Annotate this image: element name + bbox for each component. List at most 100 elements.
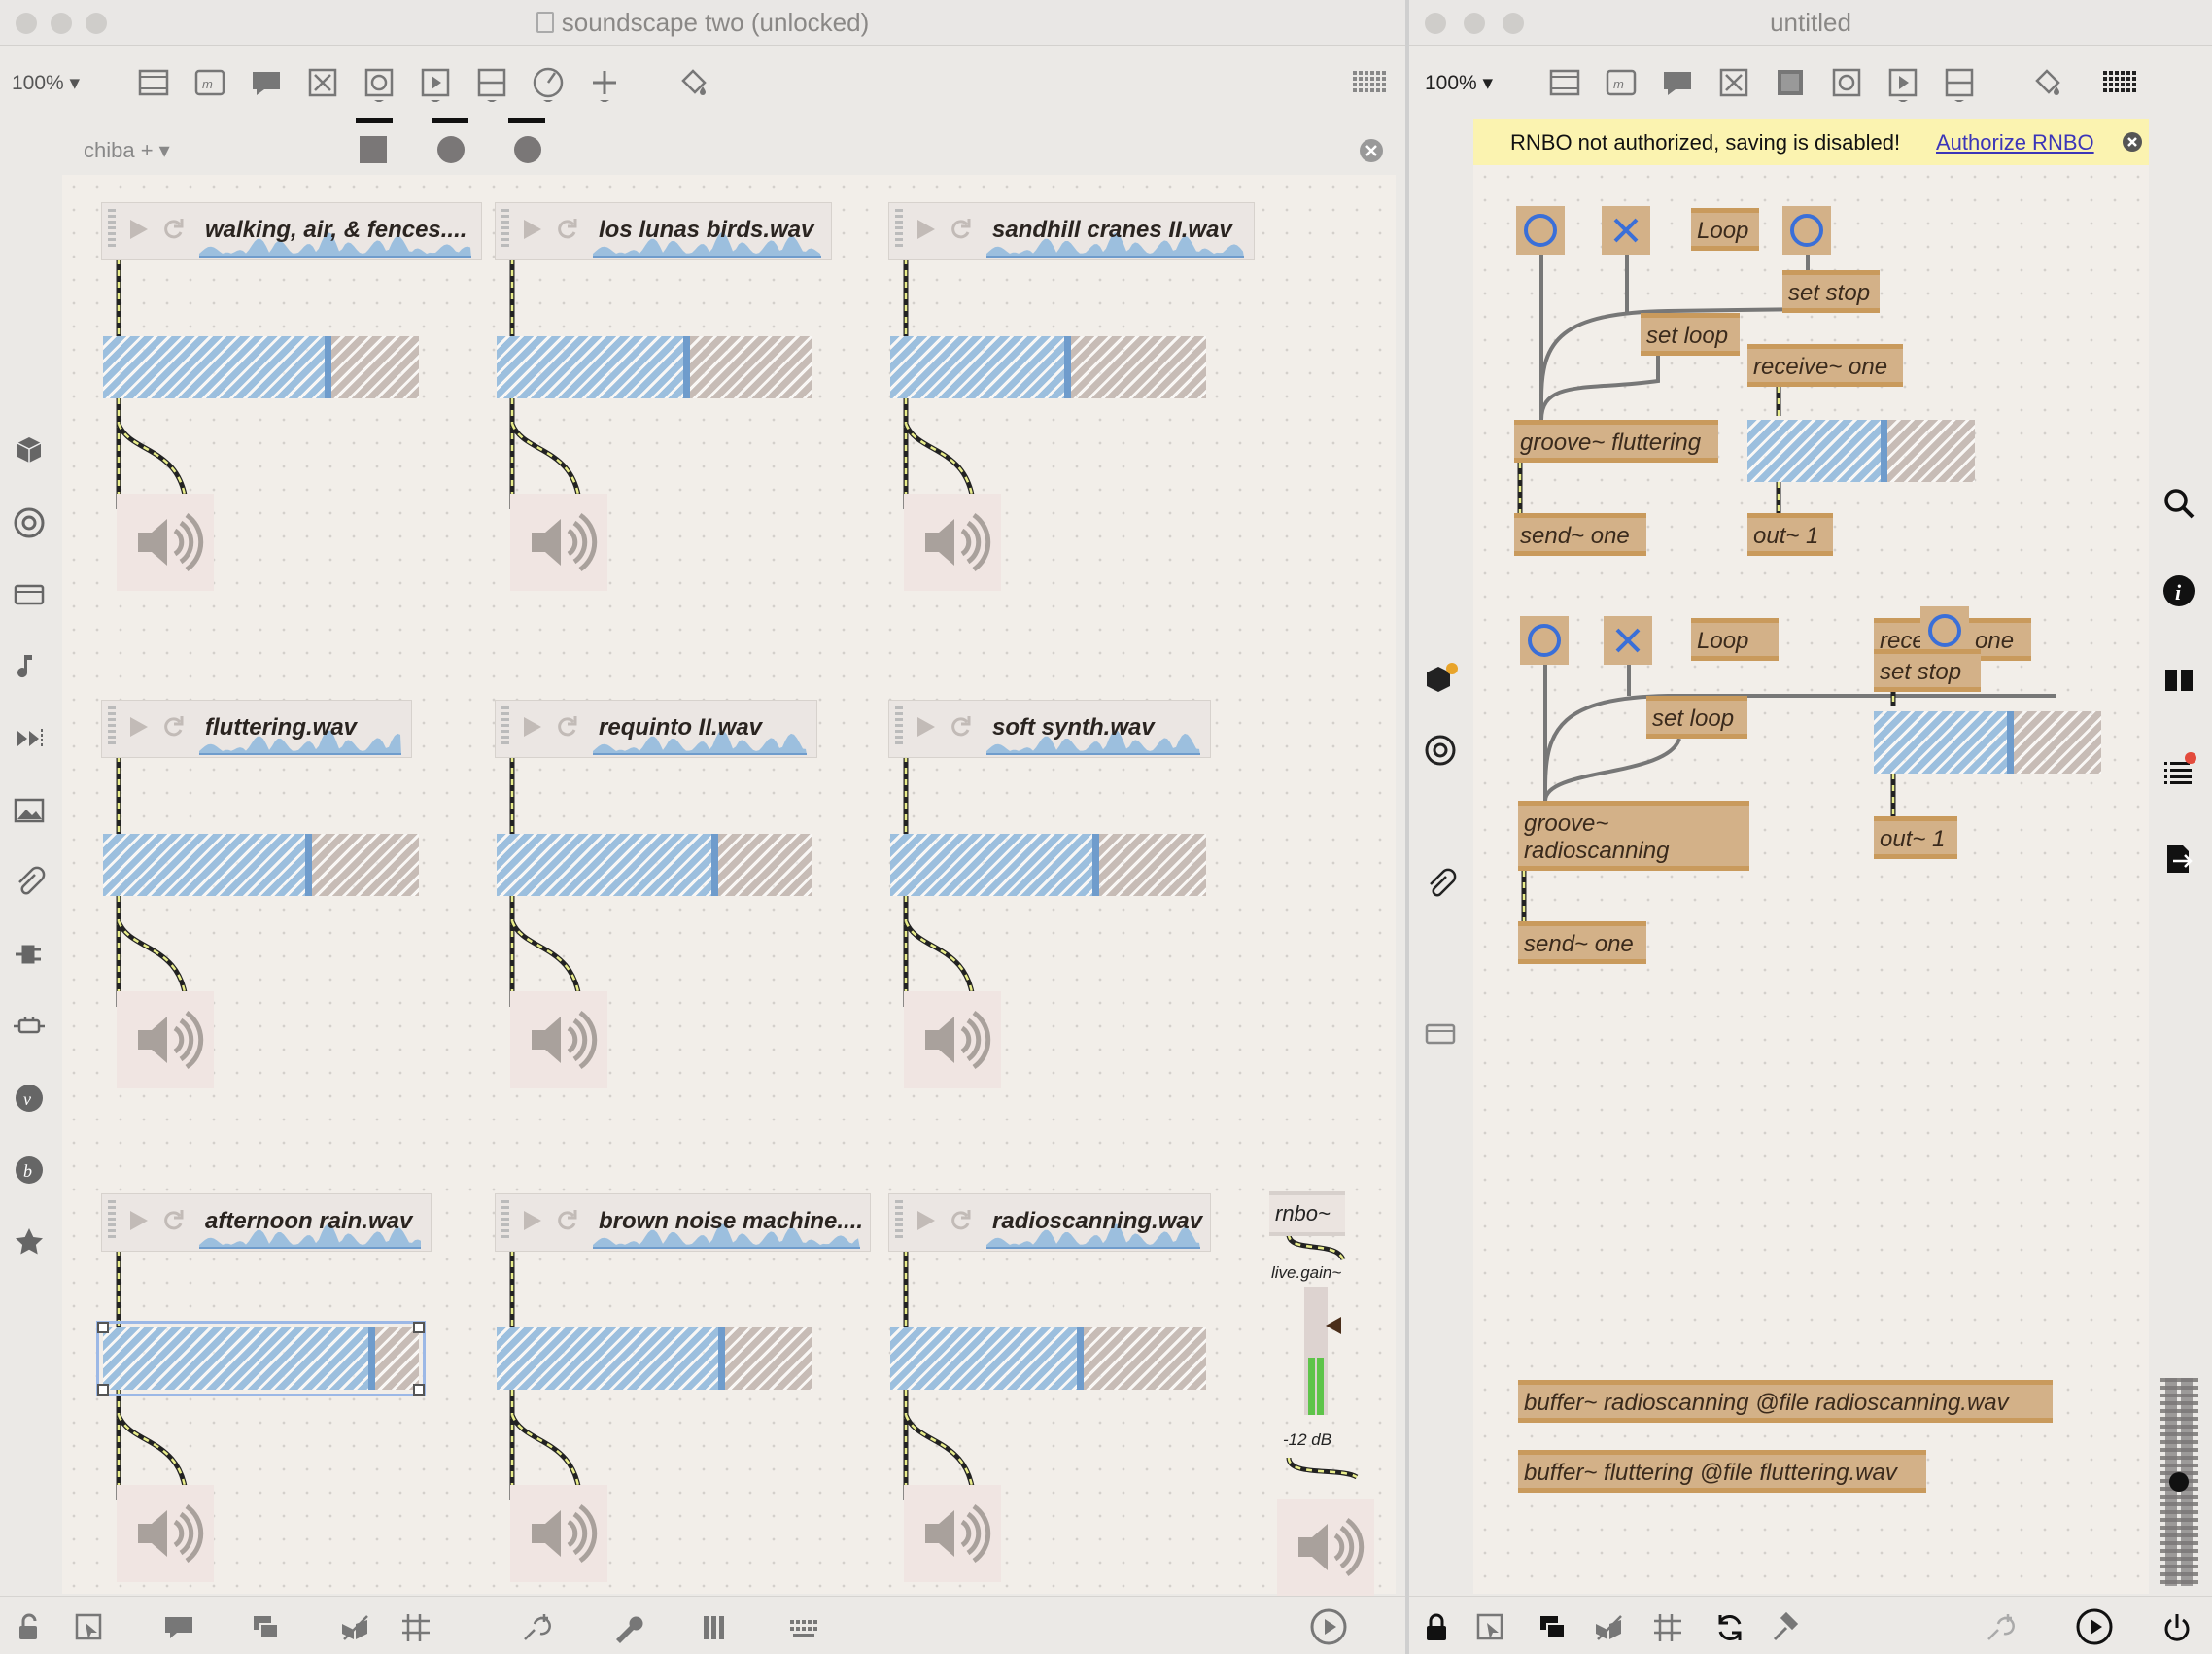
- paint-bucket-icon[interactable]: [2027, 63, 2066, 102]
- add-icon[interactable]: [585, 63, 624, 102]
- close-banner-icon[interactable]: [2121, 130, 2144, 154]
- new-object-icon[interactable]: [1545, 63, 1584, 102]
- audio-dsp-icon[interactable]: [2074, 1606, 2115, 1647]
- presentation-cursor-icon[interactable]: [72, 1610, 107, 1645]
- slider-handle[interactable]: [1092, 834, 1099, 896]
- toggle-icon[interactable]: [303, 63, 342, 102]
- title-bar[interactable]: untitled: [1409, 0, 2212, 46]
- playlist-player[interactable]: fluttering.wav: [101, 700, 412, 758]
- play-icon[interactable]: [123, 215, 153, 244]
- title-bar[interactable]: soundscape two (unlocked): [0, 0, 1405, 46]
- comment-icon[interactable]: [161, 1610, 196, 1645]
- level-slider[interactable]: [497, 834, 812, 896]
- toggle-icon[interactable]: [1714, 63, 1753, 102]
- selection-handle[interactable]: [413, 1384, 425, 1396]
- loop-icon[interactable]: [158, 215, 188, 244]
- play-icon[interactable]: [911, 1206, 940, 1235]
- paperclip-icon[interactable]: [1421, 865, 1460, 904]
- slider-handle[interactable]: [368, 1327, 375, 1390]
- set-loop-message[interactable]: set loop: [1646, 696, 1747, 739]
- close-tab-icon[interactable]: [1357, 136, 1386, 165]
- stop-button[interactable]: [1920, 606, 1969, 655]
- speaker-output[interactable]: [904, 1485, 1001, 1582]
- slider-handle[interactable]: [683, 336, 690, 398]
- loop-icon[interactable]: [946, 1206, 975, 1235]
- slider-icon[interactable]: [472, 63, 511, 102]
- groove-object[interactable]: groove~ fluttering: [1514, 420, 1718, 463]
- authorize-link[interactable]: Authorize RNBO: [1936, 130, 2094, 155]
- lock-icon[interactable]: [1419, 1610, 1454, 1645]
- level-slider[interactable]: [890, 834, 1206, 896]
- presentation-cursor-icon[interactable]: [1473, 1610, 1508, 1645]
- layers-icon[interactable]: [1536, 1610, 1571, 1645]
- send-object[interactable]: send~ one: [1518, 921, 1646, 964]
- close-window-button[interactable]: [1425, 13, 1446, 34]
- video-clips-icon[interactable]: [10, 719, 49, 758]
- level-slider[interactable]: [103, 834, 419, 896]
- slider-handle[interactable]: [718, 1327, 725, 1390]
- zoom-window-button[interactable]: [86, 13, 107, 34]
- grid-palette-icon[interactable]: [1349, 63, 1388, 102]
- level-slider[interactable]: [103, 336, 419, 398]
- grid-palette-icon[interactable]: [2099, 63, 2138, 102]
- loop-icon[interactable]: [158, 1206, 188, 1235]
- play-icon[interactable]: [123, 712, 153, 741]
- playlist-player[interactable]: afternoon rain.wav: [101, 1193, 432, 1252]
- speaker-output[interactable]: [510, 494, 607, 591]
- play-icon[interactable]: [517, 215, 546, 244]
- playbar-icon[interactable]: [416, 63, 455, 102]
- gain-pointer-icon[interactable]: [1322, 1314, 1345, 1337]
- debug-probe-icon[interactable]: [519, 1610, 554, 1645]
- comment-icon[interactable]: [1658, 63, 1697, 102]
- rnbo-object[interactable]: rnbo~: [1269, 1191, 1345, 1236]
- list-icon[interactable]: [2160, 750, 2198, 789]
- playbar-icon[interactable]: [1884, 63, 1922, 102]
- playlist-player[interactable]: soft synth.wav: [888, 700, 1211, 758]
- paperclip-icon[interactable]: [10, 863, 49, 902]
- music-note-icon[interactable]: [10, 647, 49, 686]
- export-icon[interactable]: [2160, 840, 2198, 879]
- buffer-object[interactable]: buffer~ fluttering @file fluttering.wav: [1518, 1450, 1926, 1493]
- selection-handle[interactable]: [413, 1322, 425, 1333]
- new-message-icon[interactable]: m: [1602, 63, 1641, 102]
- comment-icon[interactable]: [247, 63, 286, 102]
- selection-handle[interactable]: [97, 1322, 109, 1333]
- out-object[interactable]: out~ 1: [1874, 816, 1957, 859]
- output-gain-knob[interactable]: [2169, 1472, 2189, 1492]
- loop-icon[interactable]: [158, 712, 188, 741]
- debug-probe-icon[interactable]: [1983, 1610, 2018, 1645]
- hide-icon[interactable]: [1592, 1610, 1627, 1645]
- playlist-player[interactable]: walking, air, & fences....: [101, 202, 482, 260]
- unlock-icon[interactable]: [12, 1610, 47, 1645]
- rnbo-level-slider[interactable]: [1874, 711, 2101, 774]
- media-browser-icon[interactable]: [1421, 1015, 1460, 1053]
- speaker-output[interactable]: [117, 991, 214, 1088]
- level-slider[interactable]: [497, 1327, 812, 1390]
- patcher-canvas[interactable]: walking, air, & fences....los lunas bird…: [62, 175, 1396, 1596]
- drag-handle[interactable]: [895, 209, 903, 248]
- level-slider[interactable]: [890, 1327, 1206, 1390]
- rnbo-level-slider[interactable]: [1747, 420, 1975, 482]
- loop-icon[interactable]: [552, 712, 581, 741]
- level-slider[interactable]: [890, 336, 1206, 398]
- slider-icon[interactable]: [1940, 63, 1979, 102]
- minimize-window-button[interactable]: [1464, 13, 1485, 34]
- loop-icon[interactable]: [552, 215, 581, 244]
- button-object-icon[interactable]: [360, 63, 398, 102]
- playlist-player[interactable]: los lunas birds.wav: [495, 202, 832, 260]
- loop-icon[interactable]: [946, 215, 975, 244]
- media-browser-icon[interactable]: [10, 575, 49, 614]
- audio-dsp-icon[interactable]: [1308, 1606, 1349, 1647]
- drag-handle[interactable]: [501, 209, 509, 248]
- speaker-output[interactable]: [904, 991, 1001, 1088]
- package-cube-icon[interactable]: [10, 431, 49, 470]
- set-stop-message[interactable]: set stop: [1874, 649, 1981, 692]
- drag-handle[interactable]: [895, 1200, 903, 1239]
- stop-square-icon[interactable]: [360, 136, 387, 163]
- level-slider[interactable]: [497, 336, 812, 398]
- toggle-button[interactable]: [1602, 206, 1650, 255]
- toggle-button[interactable]: [1604, 616, 1652, 665]
- loop-message[interactable]: Loop: [1691, 618, 1779, 661]
- speaker-output[interactable]: [1277, 1499, 1374, 1596]
